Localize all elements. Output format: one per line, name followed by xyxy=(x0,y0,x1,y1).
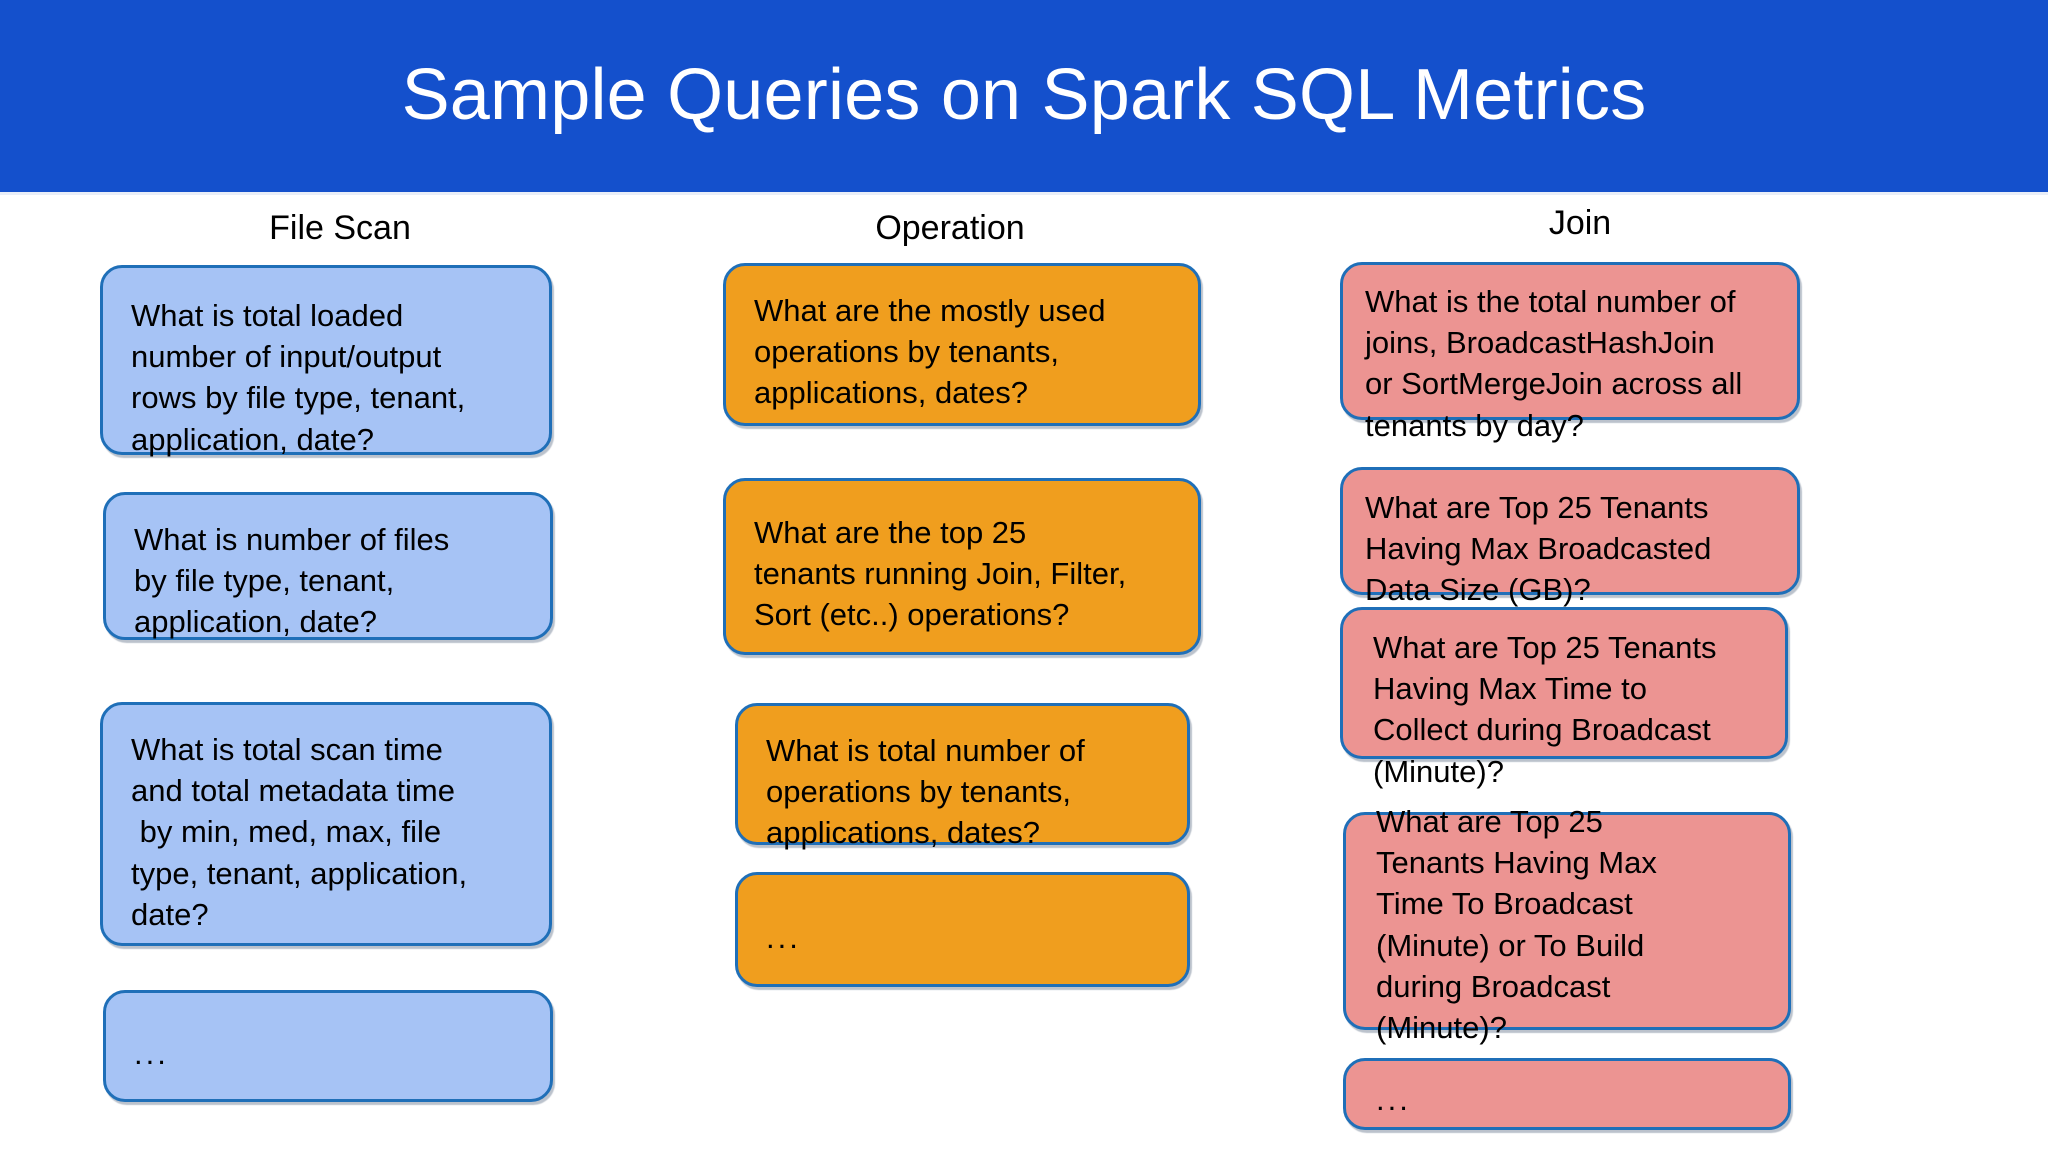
ellipsis-label: ... xyxy=(766,920,801,955)
title-banner xyxy=(0,0,2048,192)
query-box-file-scan-1[interactable]: What is total loaded number of input/out… xyxy=(100,265,552,457)
title-banner-divider xyxy=(0,192,2048,195)
query-text: What are Top 25 Tenants Having Max Time … xyxy=(1376,804,1657,1046)
query-box-operation-3[interactable]: What is total number of operations by te… xyxy=(735,703,1190,850)
query-box-file-scan-3[interactable]: What is total scan time and total metada… xyxy=(100,702,552,946)
query-text: What is total loaded number of input/out… xyxy=(131,298,466,457)
page-title: Sample Queries on Spark SQL Metrics xyxy=(401,55,1647,136)
query-text: What are the top 25 tenants running Join… xyxy=(754,515,1127,633)
query-box-operation-1[interactable]: What are the mostly used operations by t… xyxy=(723,263,1201,426)
query-text: What is the total number of joins, Broad… xyxy=(1365,284,1743,443)
ellipsis-label: ... xyxy=(1376,1082,1411,1117)
column-header-file-scan: File Scan xyxy=(269,209,411,247)
query-text: What are the mostly used operations by t… xyxy=(754,293,1106,411)
query-box-operation-2[interactable]: What are the top 25 tenants running Join… xyxy=(723,478,1201,655)
column-header-join: Join xyxy=(1548,204,1612,242)
query-box-join-4[interactable]: What are Top 25 Tenants Having Max Time … xyxy=(1343,804,1791,1045)
query-box-file-scan-more[interactable]: ... xyxy=(103,990,553,1102)
ellipsis-label: ... xyxy=(134,1036,169,1071)
query-text: What are Top 25 Tenants Having Max Broad… xyxy=(1365,490,1712,608)
column-header-operation: Operation xyxy=(875,209,1025,247)
query-box-operation-more[interactable]: ... xyxy=(735,872,1190,987)
query-box-join-3[interactable]: What are Top 25 Tenants Having Max Time … xyxy=(1340,607,1788,789)
query-text: What is total scan time and total metada… xyxy=(131,732,468,932)
query-text: What are Top 25 Tenants Having Max Time … xyxy=(1373,630,1717,789)
query-text: What is number of files by file type, te… xyxy=(134,522,450,640)
query-box-file-scan-2[interactable]: What is number of files by file type, te… xyxy=(103,492,553,640)
query-box-join-2[interactable]: What are Top 25 Tenants Having Max Broad… xyxy=(1340,467,1800,607)
query-box-join-1[interactable]: What is the total number of joins, Broad… xyxy=(1340,262,1800,443)
query-box-join-more[interactable]: ... xyxy=(1343,1058,1791,1130)
query-text: What is total number of operations by te… xyxy=(766,733,1085,851)
